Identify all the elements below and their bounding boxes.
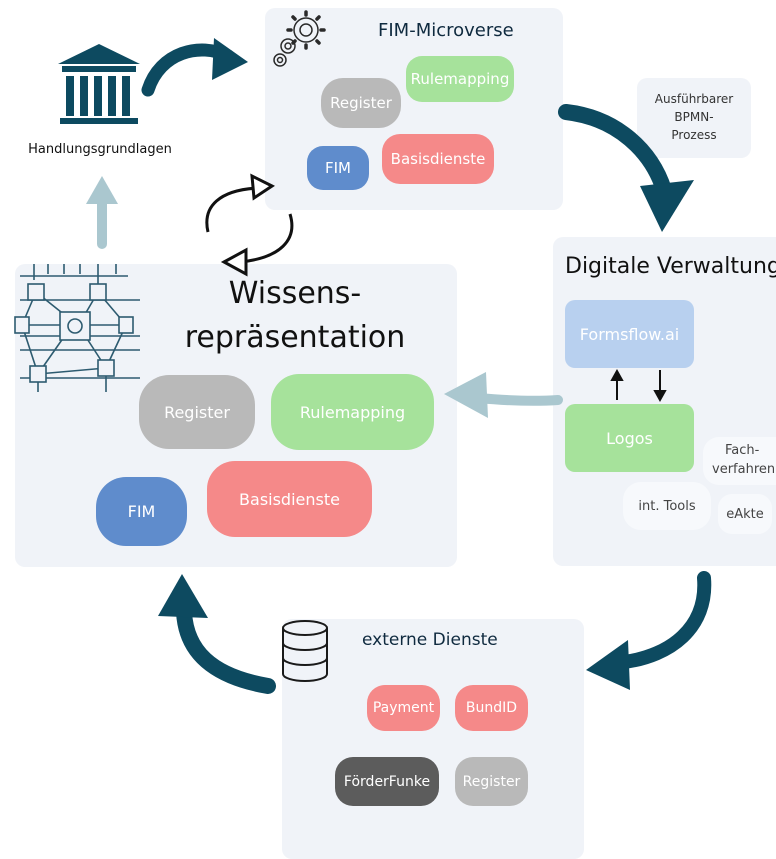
payment-pill: Payment bbox=[367, 685, 440, 731]
bpmn-note bbox=[637, 78, 751, 158]
fachverfahren-line1: Fach- bbox=[725, 443, 760, 458]
bundid-pill: BundID bbox=[455, 685, 528, 731]
fachverfahren-line2: verfahren bbox=[712, 462, 776, 477]
logos-box: Logos bbox=[565, 404, 694, 472]
institution-icon bbox=[58, 44, 140, 124]
wissens-register: Register bbox=[139, 375, 255, 449]
wissens-fim: FIM bbox=[96, 477, 187, 546]
fachverfahren-box bbox=[703, 437, 776, 485]
formsflow-box: Formsflow.ai bbox=[565, 300, 694, 368]
foerderfunke-pill: FörderFunke bbox=[335, 757, 439, 806]
arrow-to-microverse bbox=[141, 38, 248, 97]
wissens-basisdienste: Basisdienste bbox=[207, 461, 372, 537]
arrow-to-digitale-verwaltung bbox=[558, 104, 694, 232]
externe-dienste-panel bbox=[282, 619, 584, 859]
network-icon bbox=[14, 264, 140, 392]
externe-dienste-title: externe Dienste bbox=[362, 630, 498, 650]
gears-icon bbox=[273, 10, 326, 67]
microverse-basisdienste: Basisdienste bbox=[382, 134, 494, 184]
bpmn-note-line2: BPMN- bbox=[674, 110, 714, 124]
microverse-fim: FIM bbox=[307, 146, 369, 190]
digitale-verwaltung-title: Digitale Verwaltung bbox=[565, 254, 776, 279]
arrow-to-externe-dienste bbox=[586, 571, 712, 690]
microverse-register: Register bbox=[321, 78, 401, 128]
wissens-rulemapping: Rulemapping bbox=[271, 374, 434, 450]
handlungsgrundlagen-label: Handlungsgrundlagen bbox=[28, 142, 172, 157]
eakte-box: eAkte bbox=[718, 494, 772, 534]
formsflow-logos-arrows bbox=[610, 368, 667, 403]
external-register-pill: Register bbox=[455, 757, 528, 806]
fim-microverse-title: FIM-Microverse bbox=[378, 20, 514, 41]
arrow-light-to-wissensrepraesentation bbox=[444, 372, 563, 418]
arrow-to-wissensrepraesentation bbox=[158, 574, 276, 694]
int-tools-box: int. Tools bbox=[623, 482, 711, 530]
sync-arrows-icon bbox=[205, 173, 294, 277]
database-icon bbox=[282, 620, 328, 682]
bpmn-note-line1: Ausführbarer bbox=[654, 92, 734, 106]
bpmn-note-line3: Prozess bbox=[671, 128, 717, 142]
wissens-title-line1: Wissens- bbox=[228, 276, 362, 311]
wissens-title-line2: repräsentation bbox=[184, 320, 406, 355]
arrow-light-up bbox=[86, 176, 118, 249]
microverse-rulemapping: Rulemapping bbox=[406, 56, 514, 102]
